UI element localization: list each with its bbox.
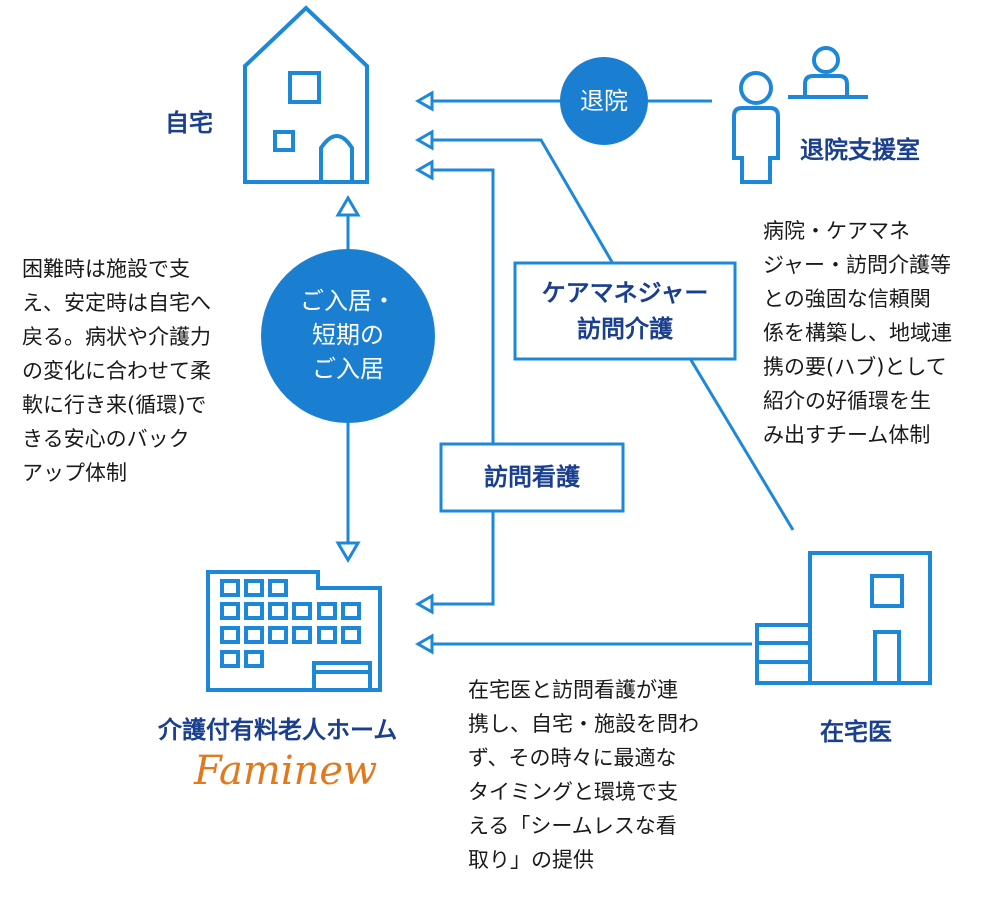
home-doctor-label: 在宅医	[820, 718, 892, 746]
building-icon	[206, 570, 382, 692]
visiting-nursing-label: 訪問看護	[484, 463, 580, 491]
house-icon	[243, 5, 369, 184]
right-description: 病院・ケアマネ ジャー・訪問介護等 との強固な信頼関 係を構築し、地域連 携の要…	[763, 219, 952, 447]
nursing-line-bottom	[430, 512, 495, 606]
arrow-to-home-care	[414, 129, 434, 151]
nursing-line-top	[430, 168, 495, 443]
left-description: 困難時は施設で支 え、安定時は自宅へ 戻る。病状や介護力 の変化に合わせて柔 軟…	[22, 257, 211, 485]
admission-circle	[261, 249, 435, 423]
bottom-description: 在宅医と訪問看護が連 携し、自宅・施設を問わ ず、その時々に最適な タイミングと…	[468, 678, 699, 872]
person-icon	[732, 71, 780, 184]
staff-icon	[788, 46, 868, 99]
arrow-up-home	[335, 195, 361, 217]
discharge-room-label: 退院支援室	[800, 136, 920, 164]
faminew-logo: Faminew	[194, 748, 378, 794]
care-manager-box	[513, 261, 737, 361]
arrow-to-facility-nursing	[414, 593, 434, 615]
home-label: 自宅	[165, 109, 213, 137]
care-home-label: 介護付有料老人ホーム	[158, 716, 398, 744]
arrow-down-facility	[335, 541, 361, 563]
discharge-label: 退院	[580, 87, 628, 115]
visiting-nursing-box	[439, 442, 625, 513]
clinic-icon	[755, 551, 932, 685]
arrow-to-home-nursing	[414, 159, 434, 181]
care-manager-label: ケアマネジャー 訪問介護	[541, 279, 709, 343]
care-manager-line	[430, 138, 795, 531]
admission-label: ご入居・ 短期の ご入居	[300, 287, 396, 383]
arrow-to-facility-doctor	[414, 633, 434, 655]
discharge-circle	[560, 57, 648, 145]
arrow-to-home-discharge	[414, 90, 434, 112]
